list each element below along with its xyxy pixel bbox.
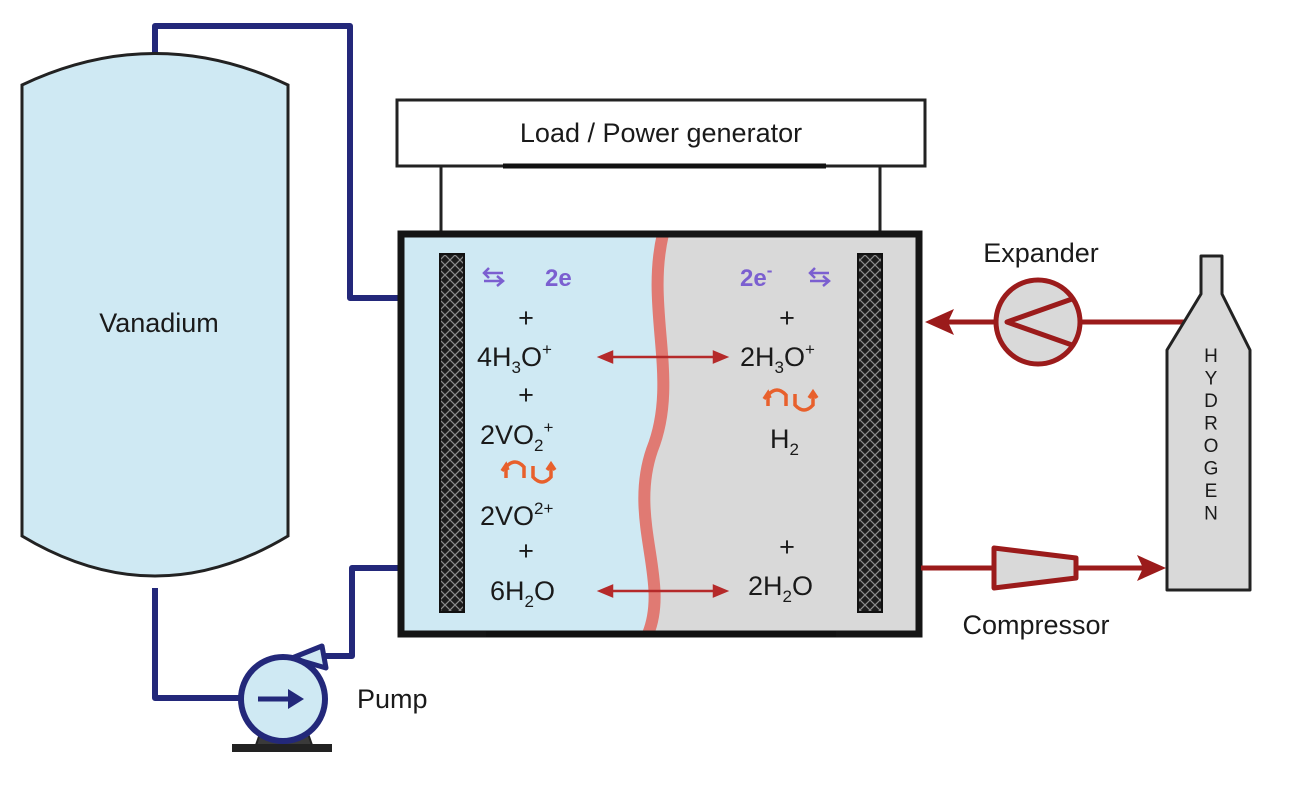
left-water: 6H2O [490, 576, 555, 611]
compressor: Compressor [962, 545, 1110, 640]
right-electrode [857, 253, 883, 613]
right-water: 2H2O [748, 571, 813, 606]
electron-exchange-icon [482, 267, 505, 287]
catholyte-half [401, 234, 664, 634]
right-plus-2: + [779, 532, 795, 562]
compressor-label: Compressor [962, 610, 1109, 640]
hydrogen-letter: G [1204, 459, 1219, 480]
left-half-reactions: 2e + 4H3O+ + 2VO2+ 2VO2+ + 6H2O [477, 265, 572, 611]
right-electrons: 2e- [740, 261, 772, 292]
right-hydronium: 2H3O+ [740, 340, 815, 377]
left-electrode [439, 253, 465, 613]
membrane [638, 232, 670, 637]
vanadium-pipes [152, 23, 400, 701]
left-plus-2: + [518, 380, 534, 410]
vanadium-tank: Vanadium [20, 52, 290, 578]
left-reaction-arrows-icon [500, 460, 557, 484]
hydrogen-pipes [921, 319, 1185, 571]
right-hydrogen-gas: H2 [770, 424, 799, 459]
left-plus-3: + [518, 536, 534, 566]
pump: Pump [232, 643, 428, 752]
hydrogen-letter: R [1204, 414, 1218, 435]
cell [397, 230, 923, 638]
right-half-reactions: 2e- + 2H3O+ H2 + 2H2O [740, 261, 831, 606]
transport-arrows [596, 350, 730, 598]
hydrogen-letter: H [1204, 346, 1218, 367]
expander: Expander [983, 238, 1099, 367]
left-vo-2plus: 2VO2+ [480, 499, 553, 531]
anolyte-half [644, 234, 919, 634]
expander-label: Expander [983, 238, 1099, 268]
electron-exchange-icon-right [808, 267, 831, 287]
hydrogen-letter: N [1204, 504, 1218, 525]
load-label: Load / Power generator [520, 118, 802, 148]
left-electrons: 2e [545, 265, 572, 292]
vanadium-label: Vanadium [99, 308, 219, 338]
compressor-outlet-arrowhead [1137, 555, 1166, 581]
right-plus-1: + [779, 303, 795, 333]
left-hydronium: 4H3O+ [477, 340, 552, 377]
load-box: Load / Power generator [395, 98, 927, 169]
left-plus-1: + [518, 303, 534, 333]
hydrogen-letter: D [1204, 391, 1218, 412]
hydrogen-letter: E [1205, 481, 1218, 502]
left-vo2-plus: 2VO2+ [480, 418, 554, 455]
pump-label: Pump [357, 684, 428, 714]
hydrogen-letter: O [1204, 436, 1219, 457]
expander-outlet-arrowhead [925, 309, 954, 335]
hydrogen-letter: Y [1205, 369, 1218, 390]
right-reaction-arrows-icon [762, 388, 819, 412]
